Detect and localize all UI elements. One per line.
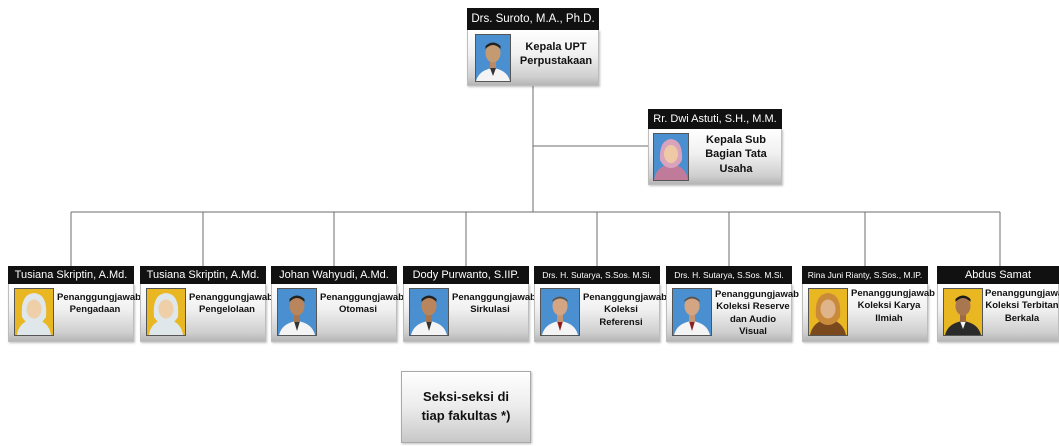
node-role: Kepala Sub Bagian Tata Usaha: [705, 134, 767, 175]
node-staff-koleksi-referensi: Drs. H. Sutarya, S.Sos. M.Si. Penanggung…: [534, 266, 667, 342]
node-name: Tusiana Skriptin, A.Md.: [8, 266, 134, 284]
node-staff-sirkulasi: Dody Purwanto, S.IIP. Penanggungjawab Si…: [403, 266, 536, 342]
node-name: Rr. Dwi Astuti, S.H., M.M.: [648, 109, 782, 129]
node-role: Penanggungjawab Koleksi Terbitan Berkala: [985, 288, 1059, 324]
portrait-photo: [672, 288, 712, 336]
node-staff-koleksi-reserve: Drs. H. Sutarya, S.Sos. M.Si. Penanggung…: [666, 266, 799, 342]
node-role: Penanggungjawab Koleksi Reserve dan Audi…: [715, 289, 799, 338]
node-name: Rina Juni Rianty, S.Sos., M.IP.: [802, 266, 928, 284]
node-faculty-sections: Seksi-seksi di tiap fakultas *): [401, 371, 531, 443]
node-role: Penanggungjawab Pengadaan: [57, 292, 141, 316]
portrait-photo: [653, 133, 689, 181]
node-name: Drs. H. Sutarya, S.Sos. M.Si.: [534, 266, 660, 284]
node-role: Penanggungjawab Sirkulasi: [452, 292, 536, 316]
node-role: Penanggungjawab Pengelolaan: [189, 292, 273, 316]
node-name: Tusiana Skriptin, A.Md.: [140, 266, 266, 284]
node-role: Penanggungjawab Otomasi: [320, 292, 404, 316]
node-name: Drs. Suroto, M.A., Ph.D.: [467, 8, 599, 30]
node-role: Penanggungjawab Koleksi Referensi: [583, 292, 667, 328]
node-staff-koleksi-karya-ilmiah: Rina Juni Rianty, S.Sos., M.IP. Penanggu…: [802, 266, 935, 342]
node-head-of-library: Drs. Suroto, M.A., Ph.D. Kepala UPT Perp…: [467, 8, 599, 86]
node-name: Drs. H. Sutarya, S.Sos. M.Si.: [666, 266, 792, 284]
portrait-photo: [146, 288, 186, 336]
node-staff-pengelolaan: Tusiana Skriptin, A.Md. Penanggungjawab …: [140, 266, 273, 342]
node-name: Abdus Samat: [937, 266, 1059, 284]
node-name: Johan Wahyudi, A.Md.: [271, 266, 397, 284]
portrait-photo: [277, 288, 317, 336]
portrait-photo: [409, 288, 449, 336]
sections-label: Seksi-seksi di tiap fakultas *): [421, 389, 511, 423]
portrait-photo: [475, 34, 511, 82]
node-role: Kepala UPT Perpustakaan: [519, 41, 593, 68]
portrait-photo: [808, 288, 848, 336]
node-staff-pengadaan: Tusiana Skriptin, A.Md. Penanggungjawab …: [8, 266, 141, 342]
portrait-photo: [540, 288, 580, 336]
node-role: Penanggungjawab Koleksi Karya Ilmiah: [851, 288, 935, 324]
node-staff-koleksi-terbitan-berkala: Abdus Samat Penanggungjawab Koleksi Terb…: [937, 266, 1059, 342]
portrait-photo: [14, 288, 54, 336]
portrait-photo: [943, 288, 983, 336]
node-head-of-admin: Rr. Dwi Astuti, S.H., M.M. Kepala Sub Ba…: [648, 109, 782, 185]
node-staff-otomasi: Johan Wahyudi, A.Md. Penanggungjawab Oto…: [271, 266, 404, 342]
node-name: Dody Purwanto, S.IIP.: [403, 266, 529, 284]
